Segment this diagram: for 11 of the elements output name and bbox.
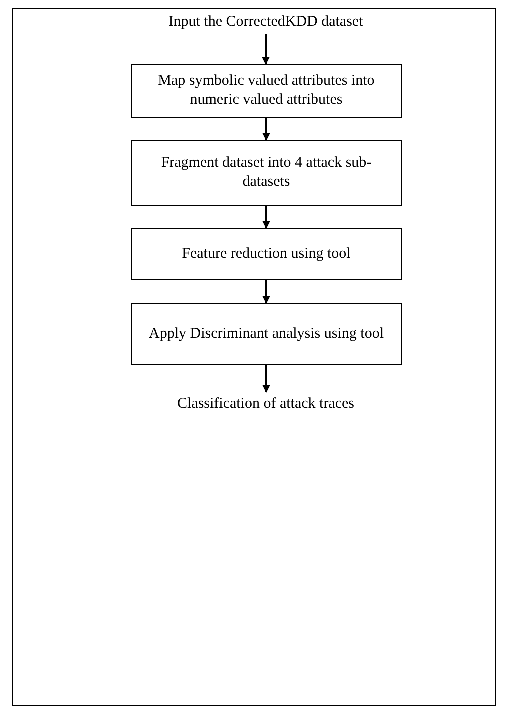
arrow <box>262 280 270 304</box>
arrow <box>262 34 270 65</box>
terminal-text: Classification of attack traces <box>60 394 472 414</box>
process-box: Fragment dataset into 4 attack sub-datasets <box>131 140 402 206</box>
arrow <box>262 365 270 393</box>
arrow <box>262 206 270 229</box>
process-box: Feature reduction using tool <box>131 228 402 280</box>
terminal-text: Input the CorrectedKDD dataset <box>60 12 472 32</box>
process-box: Apply Discriminant analysis using tool <box>131 303 402 365</box>
arrow <box>262 118 270 141</box>
process-box: Map symbolic valued attributes into numeric valued attributes <box>131 64 402 118</box>
